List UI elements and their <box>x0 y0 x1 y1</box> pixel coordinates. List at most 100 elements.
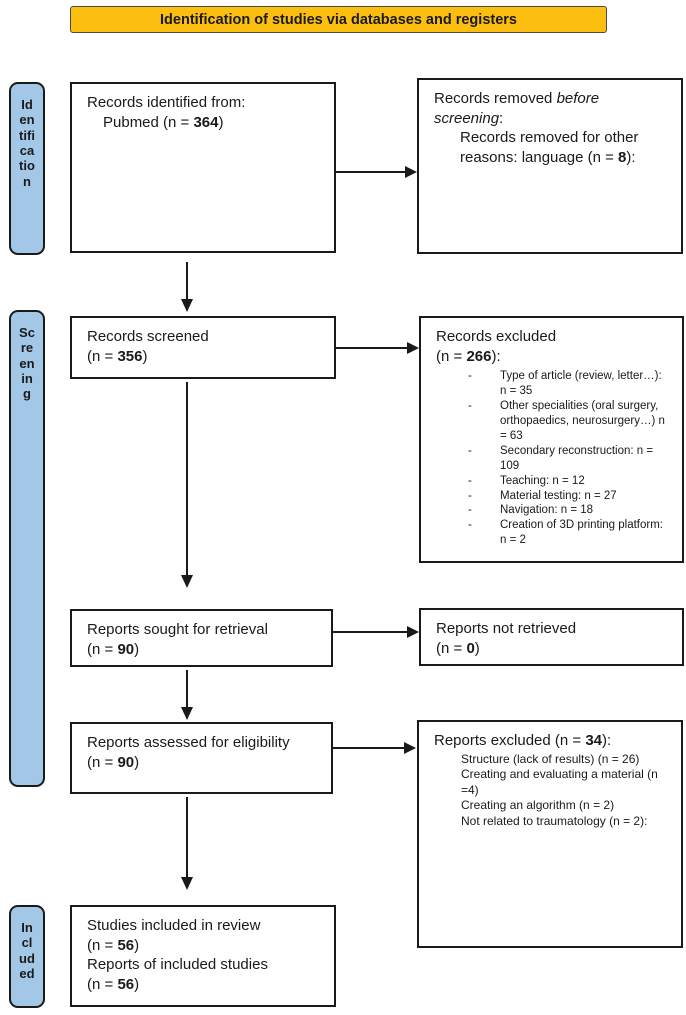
stage-label-screening: Sc re en in g <box>9 310 45 787</box>
studies-included-line4: (n = 56) <box>87 975 322 995</box>
reports-excluded-box: Reports excluded (n = 34): Structure (la… <box>417 720 683 948</box>
text-segment: ): <box>626 148 636 166</box>
reports-excluded-reason-list: Structure (lack of results) (n = 26) Cre… <box>461 752 669 830</box>
arrow-sought-to-not-retrieved <box>333 626 419 638</box>
reports-sought-line2: (n = 90) <box>87 640 319 660</box>
n-value: 90 <box>117 753 135 771</box>
studies-included-line3: Reports of included studies <box>87 956 268 973</box>
excluded-reason-item: -Teaching: n = 12 <box>436 474 670 489</box>
reports-assessed-line1: Reports assessed for eligibility <box>87 734 290 751</box>
records-screened-line2: (n = 356) <box>87 347 322 367</box>
text-segment: ) <box>474 639 480 657</box>
excluded-reason-text: Creation of 3D printing platform: n = 2 <box>500 519 663 547</box>
records-excluded-line2: (n = 266): <box>436 347 670 367</box>
n-value: 0 <box>466 639 475 657</box>
excluded-reason-text: Other specialities (oral surgery, orthop… <box>500 399 665 442</box>
records-screened-box: Records screened (n = 356) <box>70 316 336 379</box>
list-dash: - <box>468 519 472 532</box>
records-identified-line1: Records identified from: <box>87 94 246 111</box>
n-value: 90 <box>117 640 135 658</box>
records-removed-reason: Records removed for other reasons: langu… <box>460 128 669 167</box>
banner-title: Identification of studies via databases … <box>160 11 517 28</box>
arrow-screened-to-sought <box>181 382 193 588</box>
list-dash: - <box>468 504 472 517</box>
text-segment: ) <box>134 975 140 993</box>
text-segment: (n = <box>87 347 118 365</box>
text-segment: ): <box>602 732 612 749</box>
reports-sought-line1: Reports sought for retrieval <box>87 621 268 638</box>
text-segment: Records removed <box>434 90 557 107</box>
excluded-reason-item: - Secondary reconstruction: n = 109 <box>436 444 670 474</box>
excluded-reason-text: Type of article (review, letter…): n = 3… <box>500 370 662 397</box>
text-segment: ) <box>218 113 224 131</box>
excluded-reason-text: Secondary reconstruction: n = 109 <box>500 444 654 472</box>
studies-included-line2: (n = 56) <box>87 936 322 956</box>
records-identified-box: Records identified from: Pubmed (n = 364… <box>70 82 336 253</box>
list-dash: - <box>468 370 472 382</box>
n-value: 56 <box>117 975 135 993</box>
banner: Identification of studies via databases … <box>70 6 607 33</box>
text-segment: (n = <box>87 975 118 993</box>
records-excluded-line1: Records excluded <box>436 328 557 345</box>
studies-included-box: Studies included in review (n = 56) Repo… <box>70 905 336 1007</box>
records-excluded-reason-list: - Type of article (review, letter…): n = … <box>436 369 670 548</box>
list-dash: - <box>468 399 472 412</box>
text-segment: ) <box>134 753 140 771</box>
stage-label-identification: Id en tifi ca tio n <box>9 82 45 255</box>
reports-excluded-heading: Reports excluded (n = 34): <box>434 731 669 751</box>
excluded-reason-item: - Type of article (review, letter…): n = … <box>436 369 670 399</box>
excluded-reason-text: Not related to traumatology (n = 2): <box>461 813 648 828</box>
excluded-reason-item: - Navigation: n = 18 <box>436 503 670 518</box>
arrow-identified-to-removed <box>336 166 417 178</box>
stage-label-identification-text: Id en tifi ca tio n <box>19 97 35 189</box>
excluded-reason-item: - Material testing: n = 27 <box>436 489 670 504</box>
text-segment: (n = <box>436 639 467 657</box>
list-dash: - <box>468 489 472 502</box>
text-segment: (n = <box>87 936 118 954</box>
reports-not-retrieved-line2: (n = 0) <box>436 639 670 659</box>
excluded-reason-text: Creating and evaluating a material (n =4… <box>461 767 658 797</box>
arrow-assessed-to-excluded <box>333 742 416 754</box>
reports-sought-box: Reports sought for retrieval (n = 90) <box>70 609 333 667</box>
text-segment: (n = <box>436 347 467 365</box>
arrow-assessed-to-included <box>181 797 193 890</box>
records-excluded-box: Records excluded (n = 266): - Type of art… <box>419 316 684 563</box>
n-value: 56 <box>117 936 135 954</box>
stage-label-included-text: In cl ud ed <box>19 920 35 981</box>
reports-not-retrieved-line1: Reports not retrieved <box>436 620 577 637</box>
excluded-reason-text: Teaching: n = 12 <box>500 474 585 487</box>
n-value: 364 <box>193 113 219 131</box>
text-segment: ) <box>134 640 140 658</box>
arrow-identified-to-screened <box>181 262 193 312</box>
reports-not-retrieved-box: Reports not retrieved (n = 0) <box>419 608 684 666</box>
records-screened-line1: Records screened <box>87 328 209 345</box>
studies-included-line1: Studies included in review <box>87 917 261 934</box>
stage-label-screening-text: Sc re en in g <box>19 325 35 402</box>
text-segment: ) <box>142 347 148 365</box>
text-segment: (n = <box>87 753 118 771</box>
reports-assessed-line2: (n = 90) <box>87 753 319 773</box>
italic-segment: before screening <box>434 90 600 127</box>
arrow-sought-to-assessed <box>181 670 193 720</box>
excluded-reason-item: - Other specialities (oral surgery, ortho… <box>436 399 670 444</box>
n-value: 8 <box>618 148 627 166</box>
text-segment: (n = <box>87 640 118 658</box>
list-dash: - <box>468 444 472 457</box>
text-segment: Reports excluded (n = <box>434 732 586 749</box>
text-segment: : <box>499 109 504 127</box>
records-removed-heading: Records removed before screening: <box>434 89 619 128</box>
text-segment: Records removed for other reasons: langu… <box>460 129 639 166</box>
excluded-reason-text: Structure (lack of results) (n = 26) <box>461 751 640 766</box>
records-removed-box: Records removed before screening: Record… <box>417 78 683 254</box>
excluded-reason-text: Creating an algorithm (n = 2) <box>461 798 615 813</box>
text-segment: Pubmed (n = <box>103 113 194 131</box>
n-value: 266 <box>466 347 492 365</box>
excluded-reason-item: - Creation of 3D printing platform: n = 2 <box>436 518 670 548</box>
text-segment: ): <box>491 347 501 365</box>
n-value: 356 <box>117 347 143 365</box>
excluded-reason-text: Material testing: n = 27 <box>500 489 617 502</box>
reports-assessed-box: Reports assessed for eligibility (n = 90… <box>70 722 333 794</box>
excluded-reason-text: Navigation: n = 18 <box>500 504 594 517</box>
n-value: 34 <box>585 732 603 749</box>
